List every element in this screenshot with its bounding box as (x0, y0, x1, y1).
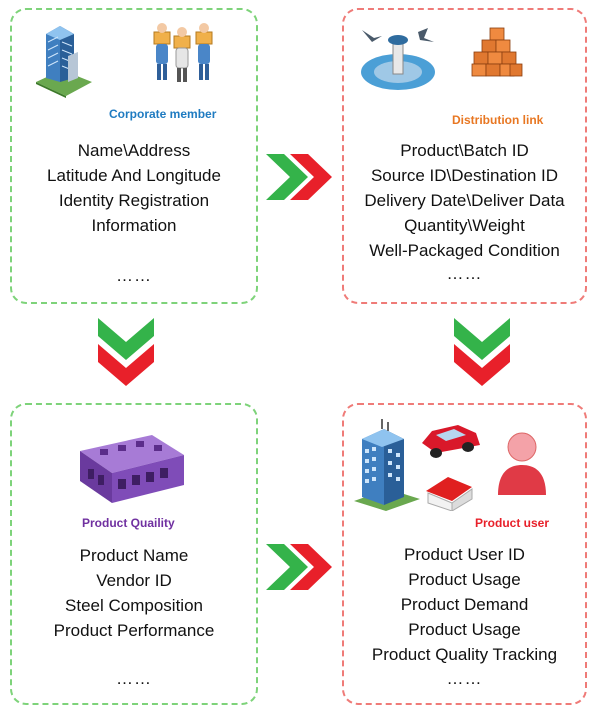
factory-building-icon (80, 435, 184, 503)
product-user-fields: Product User ID Product Usage Product De… (344, 542, 585, 667)
field-line: Source ID\Destination ID (370, 166, 559, 185)
product-quality-box: Product Quaility Product Name Vendor ID … (10, 403, 258, 705)
product-user-caption: Product user (475, 516, 550, 530)
field-line: Latitude And Longitude (47, 166, 221, 185)
ellipsis: …… (116, 669, 152, 688)
ellipsis: …… (446, 669, 483, 688)
field-line: Product Quality Tracking (371, 645, 558, 664)
product-quality-caption: Product Quaility (82, 516, 175, 530)
ellipsis: …… (446, 264, 483, 283)
corporate-member-caption: Corporate member (109, 107, 217, 121)
field-line: Delivery Date\Deliver Data (364, 191, 565, 210)
distribution-link-fields: Product\Batch ID Source ID\Destination I… (344, 138, 585, 263)
field-line: Vendor ID (96, 571, 172, 590)
field-line: Product Name (79, 546, 189, 565)
corporate-member-box: Corporate member Name\Address Latitude A… (10, 8, 258, 304)
down-arrow-icon (454, 318, 510, 386)
ellipsis: …… (116, 266, 152, 285)
field-line: Product Demand (400, 595, 529, 614)
field-line: Product\Batch ID (400, 141, 529, 160)
workers-carrying-boxes-icon (153, 23, 213, 82)
airport-icon (361, 28, 435, 90)
field-line: Name\Address (77, 141, 191, 160)
city-buildings-icon (354, 419, 420, 511)
field-line: Information (91, 216, 177, 235)
distribution-link-box: Distribution link Product\Batch ID Sourc… (342, 8, 587, 304)
house-icon (426, 477, 473, 511)
car-icon (422, 425, 480, 458)
product-user-box: Product user Product User ID Product Usa… (342, 403, 587, 705)
down-arrow-icon (98, 318, 154, 386)
office-tower-icon (36, 26, 92, 98)
stacked-boxes-icon (471, 27, 523, 77)
field-line: Well-Packaged Condition (369, 241, 560, 260)
product-quality-fields: Product Name Vendor ID Steel Composition… (12, 543, 256, 643)
right-arrow-icon (266, 544, 332, 590)
field-line: Identity Registration (58, 191, 210, 210)
user-icon (498, 432, 546, 495)
field-line: Quantity\Weight (404, 216, 525, 235)
field-line: Product Usage (408, 570, 521, 589)
field-line: Steel Composition (65, 596, 203, 615)
right-arrow-icon (266, 154, 332, 200)
field-line: Product Performance (53, 621, 215, 640)
field-line: Product User ID (404, 545, 525, 564)
corporate-member-fields: Name\Address Latitude And Longitude Iden… (12, 138, 256, 238)
distribution-link-caption: Distribution link (452, 113, 544, 127)
field-line: Product Usage (408, 620, 521, 639)
